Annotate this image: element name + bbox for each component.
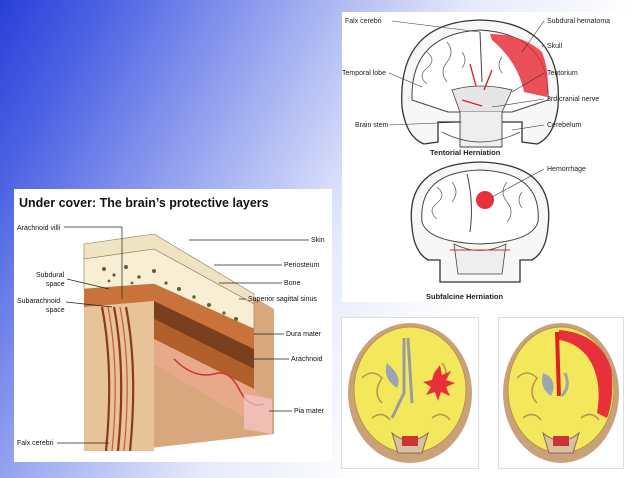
label-subdural-space-1: Subdural <box>36 272 64 279</box>
label-brain-stem: Brain stem <box>355 122 389 129</box>
layers-cross-section <box>83 233 274 452</box>
label-subarachnoid-space-1: Subarachnoid <box>17 298 60 305</box>
herniation-leader-lines <box>388 20 545 198</box>
tentorial-brain-figure <box>401 19 560 148</box>
layers-title: Under cover: The brain’s protective laye… <box>19 196 269 210</box>
label-falx-cerebri-top: Falx cerebri <box>345 18 382 25</box>
label-tentorium: Tentorium <box>547 70 578 77</box>
coronal-section-hemorrhage-image <box>341 317 479 469</box>
caption-tentorial-herniation: Tentorial Herniation <box>430 148 501 157</box>
caption-subfalcine-herniation: Subfalcine Herniation <box>426 292 504 301</box>
protective-layers-illustration: Under cover: The brain’s protective laye… <box>17 196 325 452</box>
label-superior-sagittal-sinus: Superior sagittal sinus <box>248 296 317 303</box>
coronal-section-subdural-image <box>498 317 624 469</box>
subfalcine-brain-figure <box>410 161 550 283</box>
herniation-diagram-panel: Falx cerebri Subdural hematoma Skull Tem… <box>342 12 622 302</box>
label-skin: Skin <box>311 237 325 244</box>
label-arachnoid: Arachnoid <box>291 356 323 363</box>
label-subdural-hematoma: Subdural hematoma <box>547 18 610 25</box>
label-hemorrhage: Hemorrhage <box>547 166 586 173</box>
label-skull: Skull <box>547 43 563 50</box>
protective-layers-panel: Under cover: The brain’s protective laye… <box>14 189 332 462</box>
layers-leader-lines <box>57 226 309 444</box>
label-arachnoid-villi: Arachnoid villi <box>17 225 61 232</box>
label-cerebelum: Cerebelum <box>547 122 581 129</box>
label-falx-cerebri-layers: Falx cerebri <box>17 440 54 447</box>
coronal-section-subdural-illustration <box>503 323 619 463</box>
herniation-illustration: Falx cerebri Subdural hematoma Skull Tem… <box>342 18 610 301</box>
label-dura-mater: Dura mater <box>286 331 322 338</box>
coronal-section-hemorrhage-illustration <box>348 323 472 463</box>
label-pia-mater: Pia mater <box>294 408 325 415</box>
label-third-cranial-nerve: 3rd cranial nerve <box>547 96 599 103</box>
label-bone: Bone <box>284 280 300 287</box>
label-subdural-space-2: space <box>46 281 65 288</box>
label-temporal-lobe: Temporal lobe <box>342 70 386 77</box>
label-subarachnoid-space-2: space <box>46 307 65 314</box>
label-periosteum: Periosteum <box>284 262 320 269</box>
